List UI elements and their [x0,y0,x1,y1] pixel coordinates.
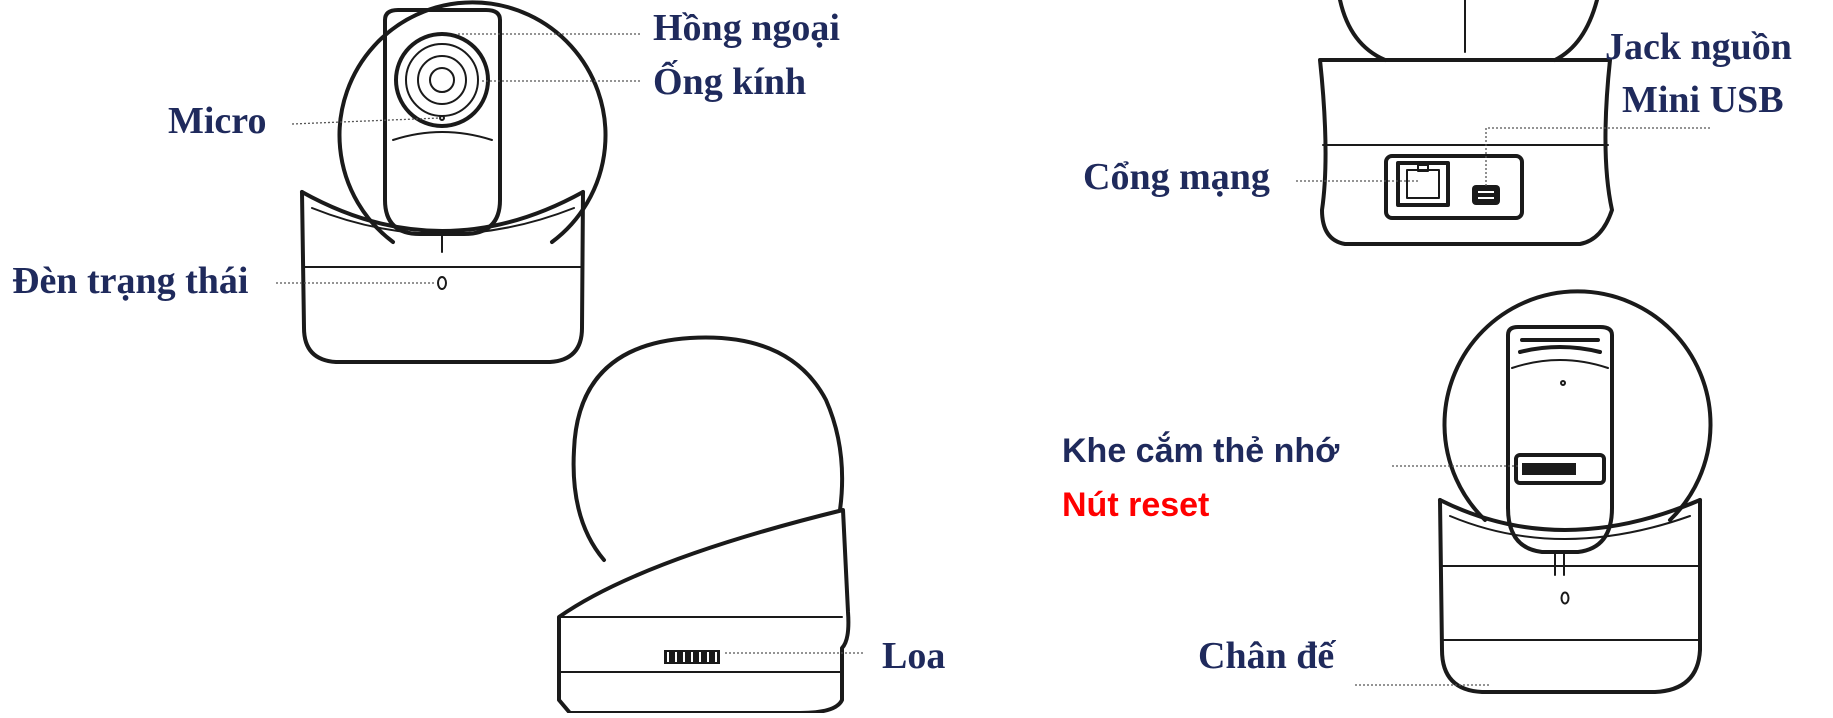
ethernet-port [1396,161,1450,207]
front-view-camera [300,0,608,364]
usb-port [1472,185,1500,205]
leader-lines [276,33,1710,686]
base-label: Chân đế [1198,635,1335,677]
status-light-label: Đèn trạng thái [12,260,249,302]
micro-label: Micro [168,100,267,142]
infrared-label: Hồng ngoại [653,7,840,49]
power-jack-label-line2: Mini USB [1622,79,1784,121]
power-jack-label-line1: Jack nguồn [1605,26,1792,68]
front-view-camera-2 [1438,289,1713,694]
side-view-camera [557,335,851,715]
network-port-label: Cổng mạng [1083,156,1270,198]
lens-label: Ống kính [653,61,807,103]
power-jack-leader [1485,127,1710,186]
speaker-grille [664,650,720,664]
back-view-camera [1318,0,1614,246]
memory-card-slot [1514,453,1606,485]
memory-card-slot-label: Khe cắm thẻ nhớ [1062,432,1340,470]
micro-leader [291,117,441,125]
reset-button-label: Nút reset [1062,486,1210,524]
speaker-label: Loa [882,635,946,677]
